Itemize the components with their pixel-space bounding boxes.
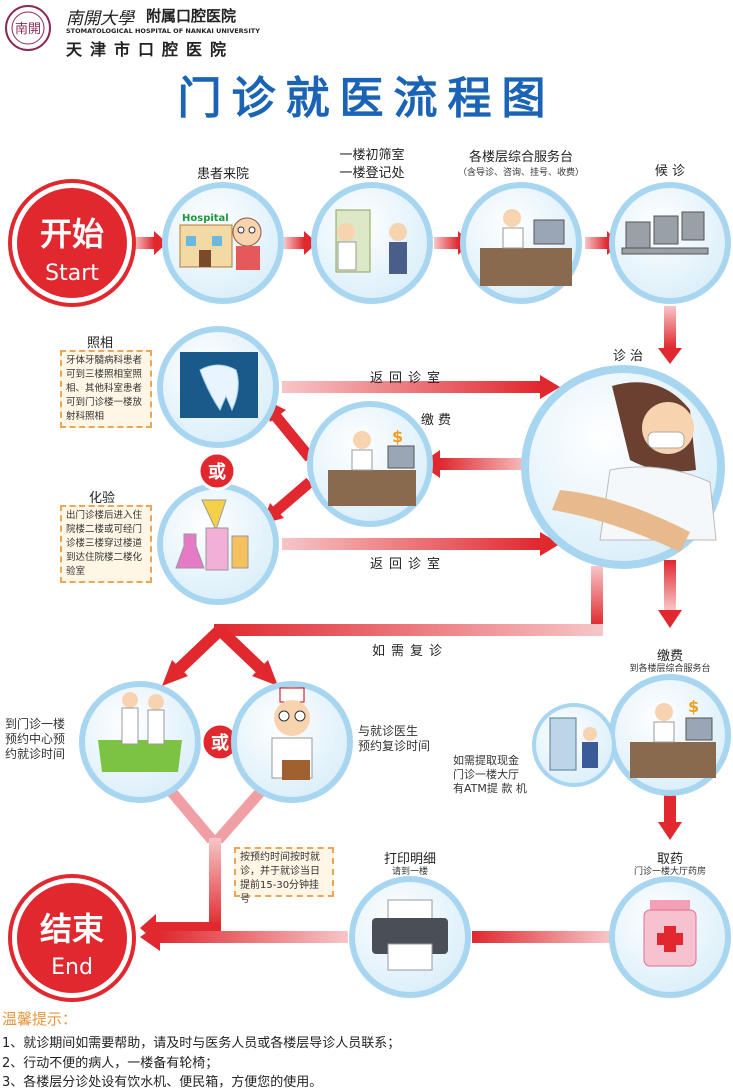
lab-label: 化验 [88, 491, 115, 506]
tip-item: 2、行动不便的病人，一楼备有轮椅； [2, 1056, 219, 1071]
svg-text:或: 或 [208, 461, 226, 483]
atm-note: 如需提取现金门诊一楼大厅有ATM提 款 机 [453, 754, 527, 795]
hospital-logo: 南開 [5, 5, 51, 51]
appointment-center-note: 到门诊一楼预约中心预约就诊时间 [5, 717, 66, 761]
waiting-label: 候 诊 [654, 164, 686, 179]
print-node [349, 876, 471, 998]
doctors-icon [121, 692, 165, 745]
screening-label-1: 一楼初筛室 [339, 148, 405, 163]
arrow-medicine-to-print [472, 931, 610, 943]
visitor-icon [389, 223, 407, 274]
end-label-en: End [51, 955, 93, 980]
arrow-start-to-arrive [134, 231, 167, 255]
arrow-arrive-to-screening [284, 231, 317, 255]
print-label: 打印明细 [383, 852, 436, 867]
treatment-label: 诊 治 [612, 349, 644, 364]
arrow-print-to-end [140, 923, 348, 951]
arrow-waiting-to-treatment [658, 306, 682, 364]
tooth-icon [199, 364, 239, 412]
screening-label-2: 一楼登记处 [339, 166, 405, 181]
medicine-bottle-icon [643, 900, 697, 967]
medicine-sublabel: 门诊一楼大厅药房 [633, 867, 706, 877]
tip-item: 1、就诊期间如需要帮助，请及时与医务人员或各楼层导诊人员联系； [2, 1036, 401, 1051]
return-label-1: 返回诊室 [370, 371, 447, 386]
lab-note: 出门诊楼后进入住院楼二楼或可经门诊楼三楼穿过楼道 到达住院楼二楼化验室 [60, 505, 152, 583]
affiliated-hospital-name: 附属口腔医院 [146, 7, 237, 25]
tips-title: 温馨提示： [2, 1010, 78, 1028]
page-title: 门诊就医流程图 [177, 73, 556, 124]
lab-node [157, 483, 279, 605]
arrow-return-from-lab [282, 532, 560, 556]
end-label-cn: 结束 [40, 910, 104, 948]
doctor-appointment-note: 与就诊医生预约复诊时间 [358, 724, 431, 753]
arrow-revisit-branch [162, 566, 603, 686]
pay2-label: 缴费 [656, 649, 683, 664]
arrow-pay2-to-medicine [658, 792, 682, 840]
start-node: 开始 Start [8, 179, 136, 307]
staff-icon [502, 209, 524, 249]
print-sublabel: 请到一楼 [391, 867, 428, 877]
hospital-building-icon: Hospital [179, 213, 233, 268]
arrow-treatment-to-pay2 [658, 560, 682, 628]
service-label: 各楼层综合服务台 [468, 150, 573, 165]
pay2-sublabel: 到各楼层综合服务台 [629, 664, 711, 674]
start-label-en: Start [45, 261, 99, 286]
screening-node [311, 182, 433, 304]
patient-chair-icon [552, 490, 690, 552]
patient-icon [232, 217, 262, 270]
service-desk-node [460, 182, 582, 304]
header: 南開 南開大學 附属口腔医院 STOMATOLOGICAL HOSPITAL O… [0, 0, 733, 60]
svg-text:或: 或 [211, 732, 229, 754]
pay-node-2: $ [609, 674, 731, 796]
city-hospital-name: 天津市口腔医院 [66, 40, 235, 59]
appointment-center-node [79, 681, 201, 803]
service-sublabel: （含导诊、咨询、挂号、收费） [457, 168, 584, 178]
nurse-icon [337, 223, 357, 271]
doctor-icon [271, 687, 313, 780]
printer-icon [372, 899, 448, 971]
treatment-node [521, 365, 725, 569]
xray-label: 照相 [86, 336, 113, 351]
atm-machine-icon [549, 717, 577, 771]
return-label-2: 返回诊室 [370, 557, 447, 572]
coin-icon-2: $ [688, 697, 699, 716]
svg-text:南開: 南開 [15, 21, 41, 37]
on-time-note: 按预约时间按时就诊，并于就诊当日提前15-30分钟挂号 [234, 847, 334, 905]
medicine-label: 取药 [656, 852, 683, 867]
hospital-sign: Hospital [182, 213, 229, 224]
flask-icon [175, 499, 249, 571]
end-node: 结束 End [8, 874, 136, 1002]
atm-node [532, 703, 616, 787]
tip-item: 3、各楼层分诊处设有饮水机、便民箱，方便您的使用。 [2, 1075, 323, 1090]
coin-icon: $ [392, 427, 403, 446]
arrow-treatment-to-pay [420, 450, 530, 478]
revisit-label: 如需复诊 [372, 644, 449, 659]
start-label-cn: 开始 [40, 215, 104, 253]
pay-node: $ [307, 401, 433, 527]
arrive-label: 患者来院 [196, 167, 249, 182]
arrive-node: Hospital [162, 182, 284, 304]
hospital-english-name: STOMATOLOGICAL HOSPITAL OF NANKAI UNIVER… [66, 27, 260, 35]
pay-label: 缴 费 [420, 413, 452, 428]
doctor-appointment-node [231, 681, 353, 803]
flowchart-diagram: 开始 Start 结束 End Hospital [8, 179, 731, 1002]
waiting-chairs-icon [621, 211, 709, 255]
waiting-node [609, 182, 731, 304]
medicine-node [609, 876, 731, 998]
arrow-return-from-xray [282, 375, 560, 399]
xray-node [157, 326, 279, 448]
university-name: 南開大學 [66, 9, 134, 29]
or-badge-1: 或 [197, 451, 237, 491]
xray-note: 牙体牙髓病科患者可到三楼照相室照相、其他科室患者 可到门诊楼一楼放射科照相 [60, 350, 152, 428]
